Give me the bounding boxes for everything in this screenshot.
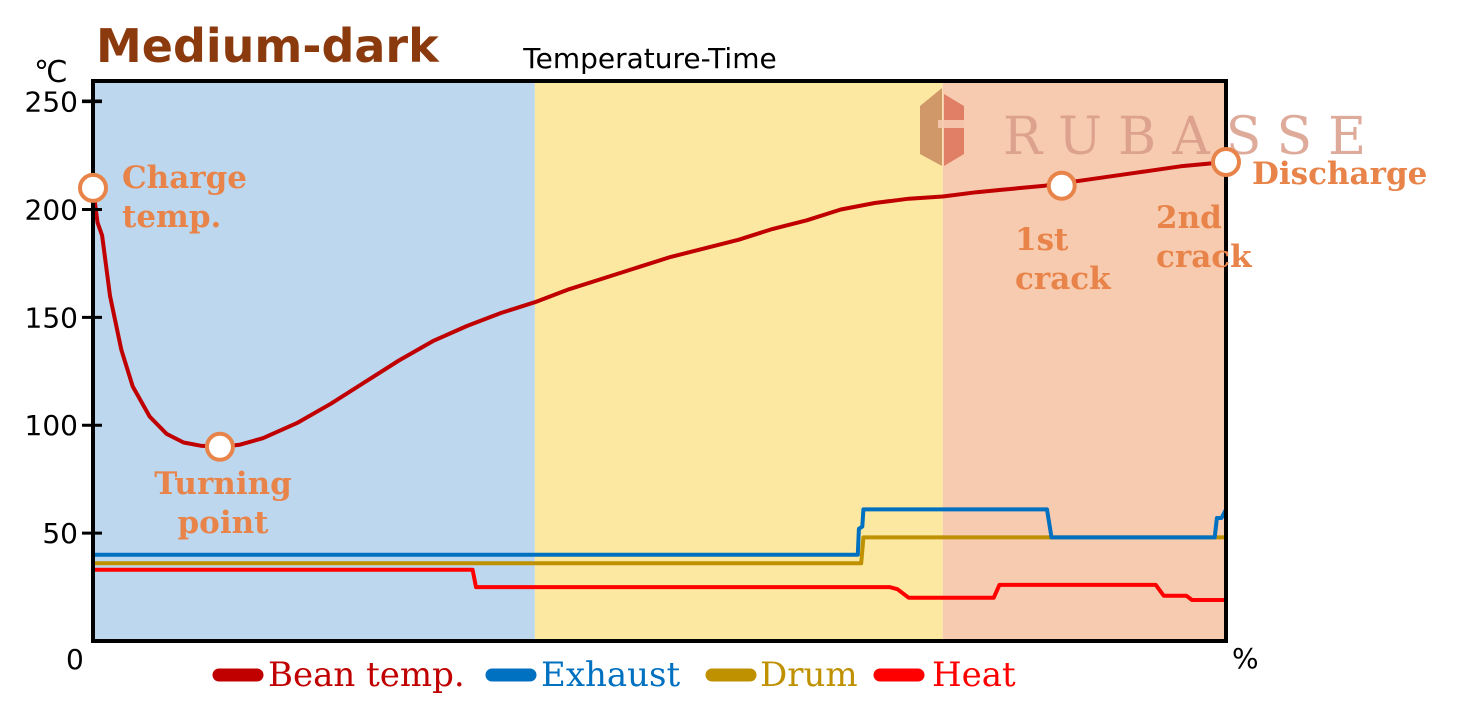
chart-title: Temperature-Time [522, 42, 776, 75]
annotation-marker [1046, 170, 1077, 201]
y-tick-label: 200 [25, 193, 78, 226]
y-axis-unit: ℃ [34, 55, 68, 90]
series-line-drum [93, 535, 1226, 566]
series-line-exhaust [93, 507, 1228, 557]
y-axis-ticks: 50 100 150 200 250 [25, 86, 102, 550]
rubasse-logo [920, 88, 966, 166]
y-tick-label: 150 [25, 301, 78, 334]
legend-label: Drum [760, 655, 858, 695]
annotation-marker [204, 431, 235, 462]
y-tick-label: 100 [25, 409, 78, 442]
rubasse-wordmark: RUBASSE [1003, 107, 1382, 167]
roast-level-title: Medium-dark [96, 19, 440, 73]
logo-mark-bar [938, 120, 966, 128]
series-lines [91, 160, 1228, 602]
y-tick-label: 50 [42, 517, 78, 550]
origin-label: 0 [66, 643, 84, 676]
phase-band-maillard [534, 80, 943, 641]
annotation-marker [78, 172, 108, 203]
annotation-label: Discharge [1252, 156, 1427, 192]
logo-mark-left [920, 88, 942, 166]
legend-label: Heat [932, 655, 1016, 695]
annotation-marker [1211, 146, 1241, 177]
series-line-bean-temp [91, 160, 1227, 449]
phase-band-development [942, 80, 1226, 641]
legend-label: Exhaust [541, 655, 681, 695]
series-line-heat [93, 567, 1226, 602]
y-tick-label: 250 [25, 86, 78, 119]
legend-label: Bean temp. [268, 655, 465, 695]
logo-mark-right [944, 94, 964, 166]
x-axis-unit: % [1232, 642, 1259, 675]
legend: Bean temp. Exhaust Drum Heat [212, 655, 1016, 695]
phase-band-drying [93, 80, 535, 641]
roast-phase-backgrounds [93, 80, 1226, 641]
